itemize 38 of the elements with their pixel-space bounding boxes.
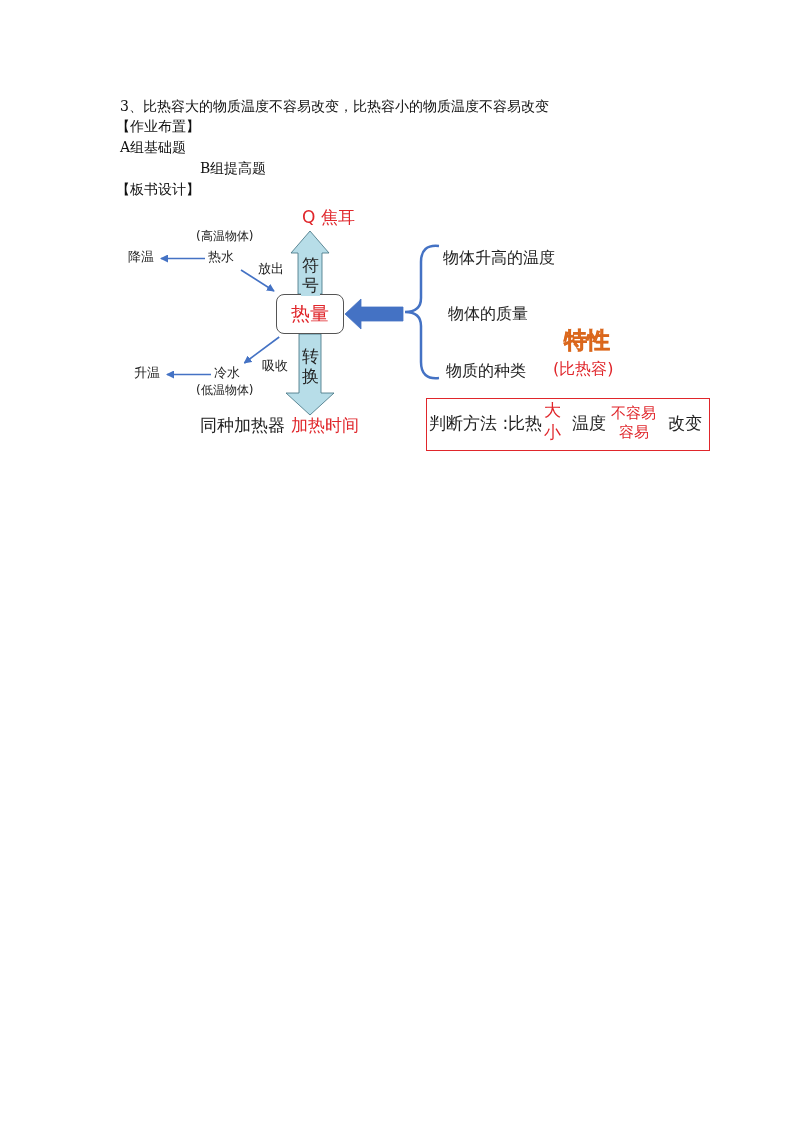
- method-box: [426, 398, 710, 451]
- factor-text: 物体的质量: [448, 305, 528, 324]
- node-text: 同种加热器: [200, 415, 285, 435]
- brace: [403, 244, 439, 380]
- highlight-text: 加热时间: [291, 415, 359, 435]
- node-text: 冷水: [214, 366, 244, 383]
- arrow: [160, 254, 206, 263]
- factor-text: 物体升高的温度: [443, 249, 555, 268]
- method-text: 大: [544, 402, 561, 420]
- method-text: 容易: [619, 425, 649, 441]
- assignment-text: B组提高题: [200, 160, 267, 177]
- assignment-text: A组基础题: [120, 139, 187, 156]
- factor-text: 物质的种类: [446, 362, 526, 381]
- unit-text: Q 焦耳: [302, 208, 368, 230]
- method-text: 改变: [668, 415, 702, 433]
- feature-heading: 特性: [564, 327, 610, 354]
- edge-label: 吸收: [262, 359, 288, 374]
- method-text: 温度: [572, 415, 606, 433]
- edge-label: 转换: [301, 346, 320, 387]
- method-text: 判断方法 :比热: [429, 415, 543, 433]
- arrow: [240, 269, 275, 292]
- edge-label: 符号: [301, 255, 320, 296]
- note-text: (比热容): [553, 360, 614, 379]
- section-heading: 【作业布置】: [116, 118, 200, 135]
- process-box: 热量: [276, 294, 344, 334]
- method-text: 小: [544, 424, 561, 442]
- arrow: [243, 336, 280, 364]
- edge-label: 放出: [258, 262, 284, 277]
- block-arrow: [344, 298, 404, 330]
- node-text: 降温: [128, 250, 158, 267]
- arrow: [166, 370, 212, 379]
- body-text: 3、比热容大的物质温度不容易改变，比热容小的物质温度不容易改变: [120, 98, 549, 115]
- note-text: (低温物体): [196, 384, 254, 398]
- node-text: 热水: [208, 250, 238, 267]
- node-text: 升温: [134, 366, 164, 383]
- section-heading: 【板书设计】: [116, 181, 200, 198]
- note-text: (高温物体): [196, 230, 254, 244]
- method-text: 不容易: [611, 406, 656, 422]
